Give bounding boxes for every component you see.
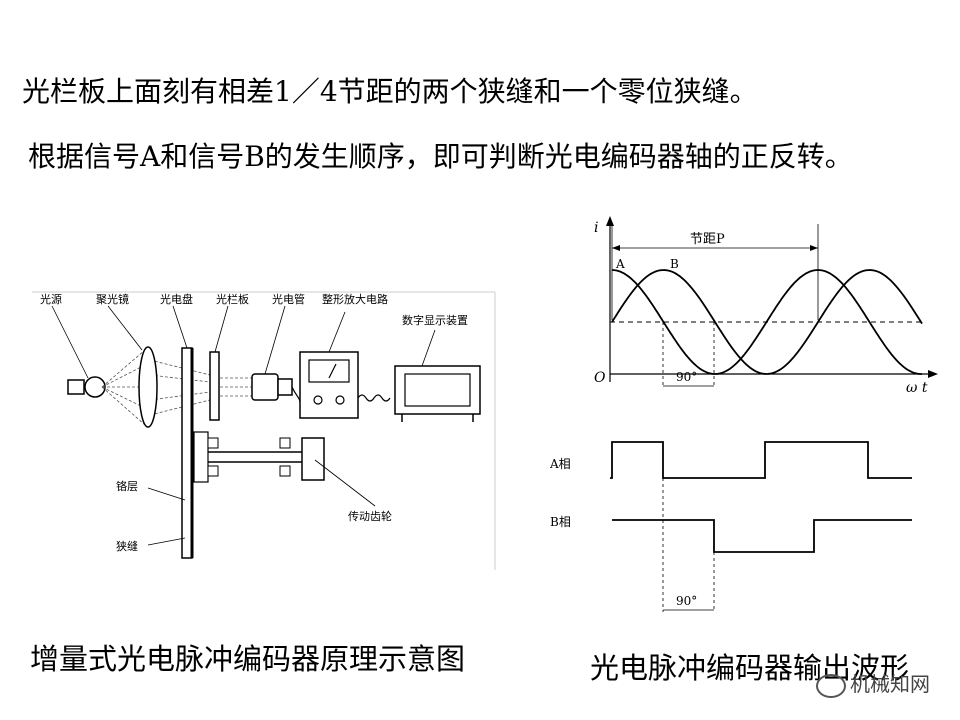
label-gear: 传动齿轮 (348, 509, 392, 523)
condenser-lens (138, 346, 158, 428)
label-phototube: 光电管 (272, 292, 305, 306)
wave-a-label: A (615, 257, 625, 271)
schematic-caption: 增量式光电脉冲编码器原理示意图 (30, 642, 466, 676)
pitch-label: 节距P (690, 232, 725, 247)
label-display: 数字显示装置 (402, 313, 468, 327)
shaft (193, 431, 305, 483)
row-a-label: A相 (550, 457, 571, 471)
headline-direction: 根据信号A和信号B的发生顺序，即可判断光电编码器轴的正反转。 (28, 140, 853, 173)
sine-wave-b (611, 269, 923, 375)
row-b-label: B相 (550, 515, 571, 529)
square-wave-b (612, 519, 912, 553)
amplifier-box (299, 351, 359, 419)
label-amplifier: 整形放大电路 (322, 292, 388, 306)
waveform-caption: 光电脉冲编码器输出波形 (590, 651, 910, 685)
label-chrome-layer: 铬层 (116, 479, 138, 493)
label-grating: 光栏板 (216, 292, 249, 306)
watermark-text: 机械知网 (850, 672, 930, 696)
wechat-icon (816, 673, 846, 698)
label-light-source: 光源 (40, 292, 62, 306)
transmission-gear (301, 437, 325, 481)
phase-label-bottom: 90° (676, 594, 697, 608)
axis-y-label: i (594, 220, 598, 236)
label-condenser: 聚光镜 (96, 292, 129, 306)
encoder-schematic: 光源 聚光镜 光电盘 光栏板 光电管 整形放大电路 数字显示装置 铬层 狭缝 传… (32, 291, 496, 570)
label-slit: 狭缝 (116, 539, 138, 553)
origin-label: O (594, 370, 606, 386)
waveform-diagram: i ω t O 节距P A B 90° A相 B相 90° (550, 216, 938, 612)
axis-x-label: ω t (906, 380, 928, 396)
sine-wave-a (611, 269, 922, 375)
grating-plate (209, 351, 220, 421)
label-photo-disk: 光电盘 (160, 292, 193, 306)
light-source (67, 376, 106, 398)
watermark: 机械知网 (816, 668, 930, 698)
phase-label-top: 90° (676, 370, 697, 384)
display-device (394, 365, 481, 422)
wave-b-label: B (670, 257, 679, 271)
phototube (251, 373, 293, 401)
square-wave-a (610, 441, 912, 479)
headline-slits: 光栏板上面刻有相差1／4节距的两个狭缝和一个零位狭缝。 (22, 75, 758, 108)
